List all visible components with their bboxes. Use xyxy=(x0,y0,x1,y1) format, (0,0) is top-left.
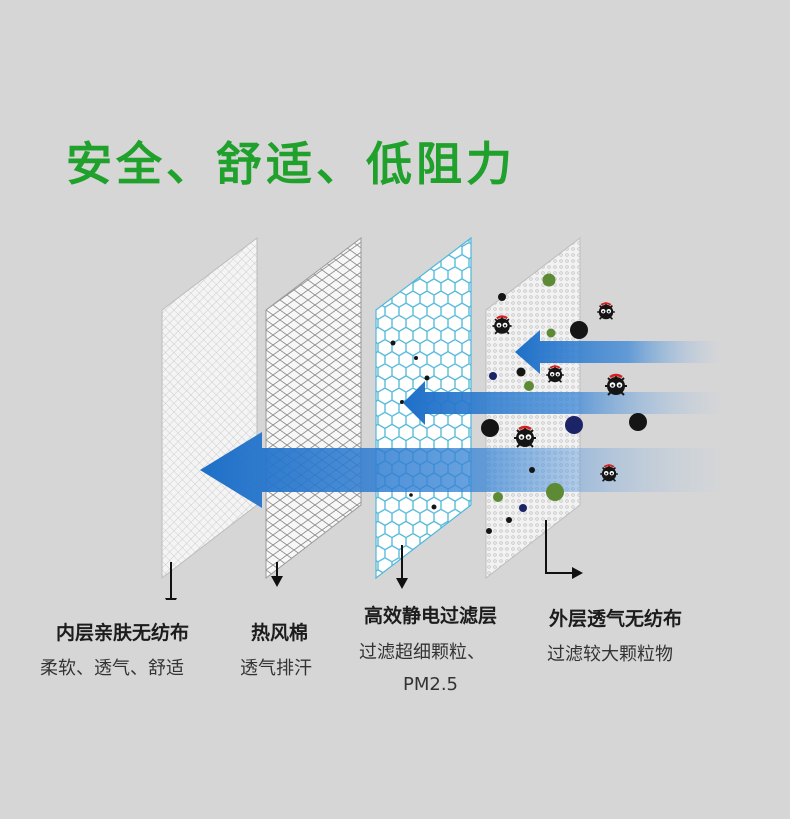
headline: 安全、舒适、低阻力 xyxy=(66,137,516,191)
filter-layer-desc: 过滤超细颗粒、 xyxy=(359,642,485,663)
cotton-layer-desc: 透气排汗 xyxy=(240,658,312,679)
cotton-layer-title: 热风棉 xyxy=(251,622,309,644)
inner-layer-desc: 柔软、透气、舒适 xyxy=(40,658,184,679)
particle-icon xyxy=(481,273,647,534)
inner-layer-panel xyxy=(161,236,258,580)
filter-layer-desc-pm25: PM2.5 xyxy=(403,674,459,695)
inner-layer-title: 内层亲肤无纺布 xyxy=(56,622,190,644)
fine-particles xyxy=(390,340,437,510)
cotton-layer-panel xyxy=(265,236,362,580)
pointer-arrow-icon xyxy=(165,520,583,600)
outer-layer-desc: 过滤较大颗粒物 xyxy=(547,644,673,665)
filter-layer-title: 高效静电过滤层 xyxy=(364,605,498,627)
outer-layer-title: 外层透气无纺布 xyxy=(549,608,683,630)
mask-layers-diagram xyxy=(161,236,720,600)
